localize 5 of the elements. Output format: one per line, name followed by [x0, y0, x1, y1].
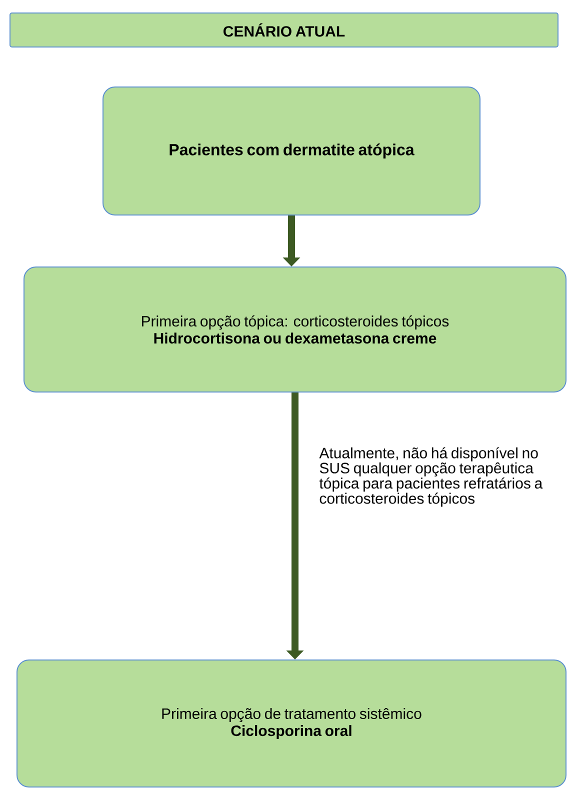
process-box: Primeira opção tópica: corticosteroides tópicos Hidrocortisona ou dexametasona creme — [24, 266, 566, 392]
edge-label: Atualmente, não há disponível no SUS qualquer opção terapêutica tópica para pacientes refratários a corticosteroides tópicos — [319, 447, 543, 507]
process-box: Primeira opção de tratamento sistêmico Ciclosporina oral — [16, 660, 566, 788]
process-box: Pacientes com dermatite atópica — [102, 86, 480, 216]
title-banner: CENÁRIO ATUAL — [10, 12, 558, 48]
